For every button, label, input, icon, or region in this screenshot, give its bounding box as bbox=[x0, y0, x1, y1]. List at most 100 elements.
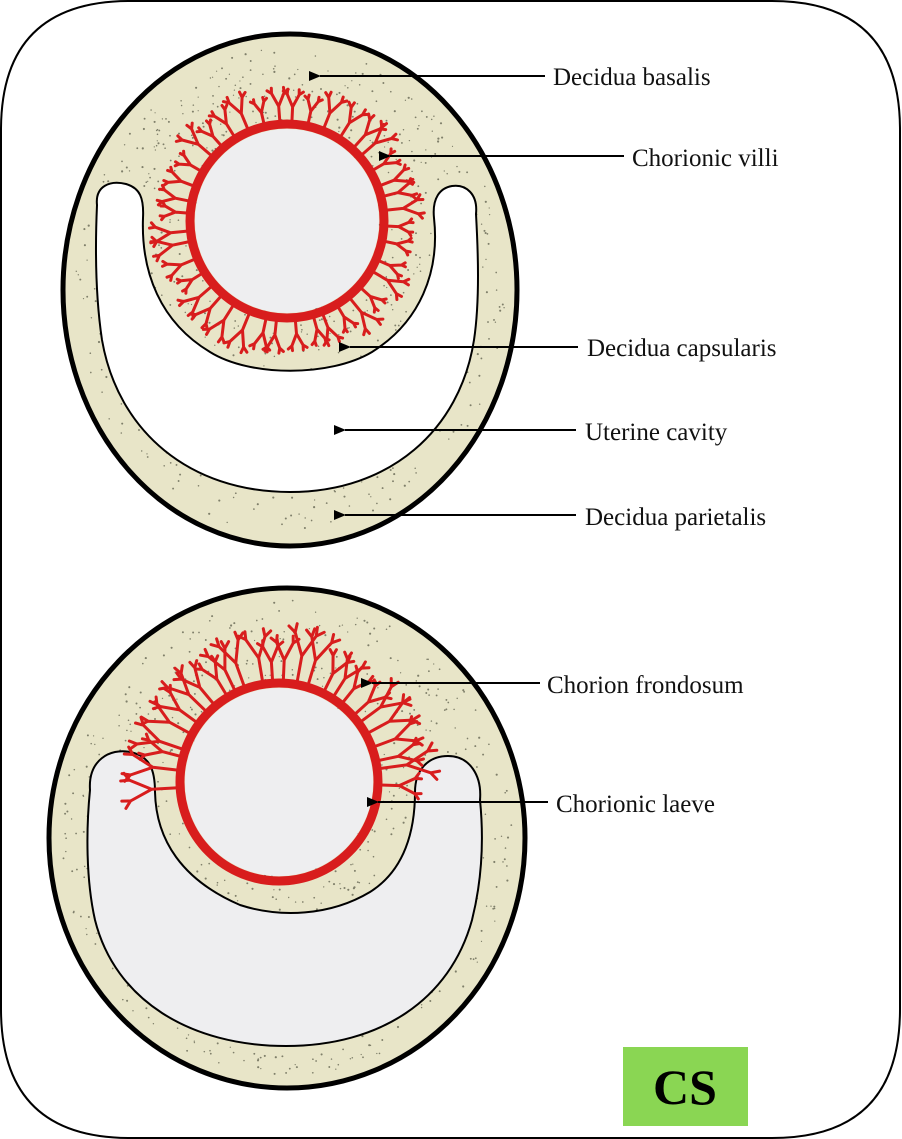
stipple-dot bbox=[361, 1054, 362, 1055]
stipple-dot bbox=[273, 889, 274, 890]
stipple-dot bbox=[339, 883, 340, 884]
stipple-dot bbox=[90, 372, 92, 374]
stipple-dot bbox=[344, 85, 345, 86]
stipple-dot bbox=[335, 1069, 336, 1070]
stipple-dot bbox=[73, 911, 75, 913]
label-text: Chorionic villi bbox=[632, 145, 779, 172]
stipple-dot bbox=[102, 738, 103, 739]
stipple-dot bbox=[227, 892, 229, 894]
stipple-dot bbox=[129, 133, 131, 135]
stipple-dot bbox=[447, 751, 449, 753]
stipple-dot bbox=[485, 201, 487, 203]
stipple-dot bbox=[170, 160, 172, 162]
stipple-dot bbox=[130, 731, 131, 732]
stipple-dot bbox=[204, 1051, 206, 1053]
stipple-dot bbox=[352, 116, 354, 118]
stipple-dot bbox=[244, 314, 246, 316]
stipple-dot bbox=[350, 1058, 351, 1059]
stipple-dot bbox=[84, 244, 86, 246]
stipple-dot bbox=[174, 170, 176, 172]
stipple-dot bbox=[377, 703, 379, 705]
stipple-dot bbox=[198, 97, 199, 98]
stipple-dot bbox=[194, 1042, 195, 1043]
stipple-dot bbox=[176, 464, 178, 466]
stipple-dot bbox=[136, 703, 138, 705]
stipple-dot bbox=[129, 170, 130, 171]
stipple-dot bbox=[83, 298, 84, 299]
stipple-dot bbox=[251, 630, 253, 632]
stipple-dot bbox=[411, 151, 413, 153]
stipple-dot bbox=[209, 301, 210, 302]
stipple-dot bbox=[217, 106, 219, 108]
stipple-dot bbox=[293, 90, 294, 91]
stipple-dot bbox=[462, 985, 464, 987]
stipple-dot bbox=[406, 794, 408, 796]
stipple-dot bbox=[376, 476, 378, 478]
stipple-dot bbox=[352, 863, 353, 864]
stipple-dot bbox=[121, 170, 123, 172]
stipple-dot bbox=[173, 281, 175, 283]
stipple-dot bbox=[238, 325, 240, 327]
stipple-dot bbox=[458, 171, 460, 173]
stipple-dot bbox=[140, 691, 142, 693]
stipple-dot bbox=[425, 192, 427, 194]
stipple-dot bbox=[481, 224, 482, 225]
stipple-dot bbox=[493, 861, 495, 863]
stipple-dot bbox=[148, 1017, 150, 1019]
stipple-dot bbox=[379, 1053, 381, 1055]
stipple-dot bbox=[83, 228, 85, 230]
stipple-dot bbox=[205, 639, 207, 641]
stipple-dot bbox=[188, 1034, 189, 1035]
stipple-dot bbox=[162, 698, 163, 699]
stipple-dot bbox=[162, 762, 163, 763]
stipple-dot bbox=[223, 134, 225, 136]
stipple-dot bbox=[419, 264, 420, 265]
stipple-dot bbox=[452, 146, 453, 147]
stipple-dot bbox=[88, 225, 90, 227]
stipple-dot bbox=[384, 135, 386, 137]
stipple-dot bbox=[365, 711, 366, 712]
stipple-dot bbox=[495, 322, 496, 323]
stipple-dot bbox=[357, 103, 359, 105]
stipple-dot bbox=[292, 674, 294, 676]
stipple-dot bbox=[444, 709, 446, 711]
stipple-dot bbox=[350, 864, 352, 866]
stipple-dot bbox=[338, 1064, 340, 1066]
stipple-dot bbox=[87, 734, 89, 736]
stipple-dot bbox=[373, 875, 375, 877]
stipple-dot bbox=[366, 63, 368, 65]
stipple-dot bbox=[445, 708, 447, 710]
stipple-dot bbox=[230, 624, 232, 626]
stipple-dot bbox=[157, 142, 159, 144]
stipple-dot bbox=[389, 498, 391, 500]
stipple-dot bbox=[389, 791, 390, 792]
stipple-dot bbox=[74, 769, 76, 771]
stipple-dot bbox=[337, 119, 339, 121]
stipple-dot bbox=[392, 309, 393, 310]
stipple-dot bbox=[169, 135, 171, 137]
stipple-dot bbox=[200, 475, 202, 477]
stipple-dot bbox=[316, 642, 318, 644]
stipple-dot bbox=[382, 82, 384, 84]
stipple-dot bbox=[233, 1052, 235, 1054]
stipple-dot bbox=[453, 709, 455, 711]
stipple-dot bbox=[311, 520, 313, 522]
stipple-dot bbox=[366, 621, 368, 623]
stipple-dot bbox=[186, 1037, 188, 1039]
stipple-dot bbox=[405, 684, 407, 686]
stipple-dot bbox=[333, 883, 335, 885]
stipple-dot bbox=[104, 174, 106, 176]
stipple-dot bbox=[192, 632, 194, 634]
stipple-dot bbox=[191, 304, 192, 305]
stipple-dot bbox=[481, 930, 483, 932]
stipple-dot bbox=[265, 112, 267, 114]
stipple-dot bbox=[392, 257, 394, 259]
stipple-dot bbox=[369, 633, 371, 635]
stipple-dot bbox=[368, 493, 370, 495]
stipple-dot bbox=[210, 1053, 212, 1055]
stipple-dot bbox=[231, 57, 233, 59]
stipple-dot bbox=[83, 831, 85, 833]
stipple-dot bbox=[239, 87, 241, 89]
stipple-dot bbox=[467, 425, 469, 427]
stipple-dot bbox=[235, 895, 237, 897]
